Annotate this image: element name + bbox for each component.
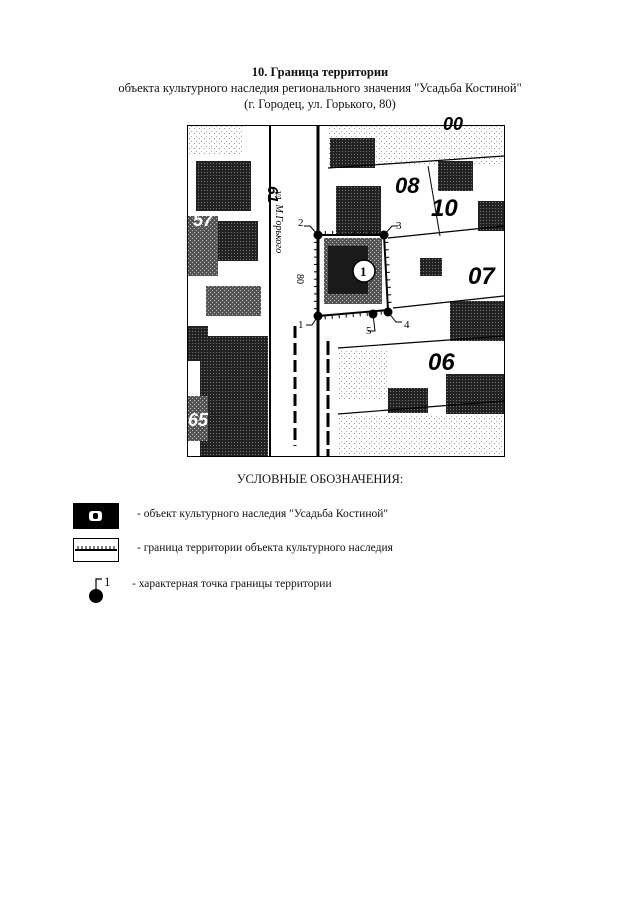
document-title: 10. Граница территории — [251, 65, 389, 79]
document-address: (г. Городец, ул. Горького, 80) — [244, 97, 396, 111]
legend-item-point: - характерная точка границы территории — [132, 578, 332, 590]
legend-item-boundary: - граница территории объекта культурного… — [137, 542, 393, 554]
map-building — [420, 258, 442, 276]
boundary-line-icon — [73, 538, 119, 562]
object-marker — [352, 259, 376, 283]
point-label-3: 3 — [396, 220, 402, 232]
map-building — [330, 138, 375, 168]
point-label-1: 1 — [298, 319, 304, 331]
map-building — [188, 216, 218, 276]
map-building — [446, 374, 504, 414]
block-label-07: 07 — [468, 263, 496, 290]
block-label-65: 65 — [188, 410, 209, 430]
map-building — [338, 351, 388, 401]
map-building — [206, 286, 261, 316]
map-building — [200, 336, 270, 456]
map-building — [188, 396, 208, 441]
block-label-61: 61 — [264, 186, 281, 203]
legend-heading: УСЛОВНЫЕ ОБОЗНАЧЕНИЯ: — [236, 472, 404, 486]
object-marker-label: 1 — [360, 264, 367, 279]
street-label: ул. М.Горького — [273, 190, 284, 253]
point-label-4: 4 — [404, 319, 410, 331]
street — [268, 126, 318, 456]
site-map: 1 2 3 4 5 1 08 10 07 06 57 61 65 00 ул. … — [187, 114, 505, 457]
heritage-object-icon — [73, 503, 119, 529]
block-label-06: 06 — [428, 349, 455, 376]
point-label-5: 5 — [366, 325, 372, 337]
boundary-point-icon — [85, 573, 117, 605]
house-number-label: 80 — [294, 274, 305, 284]
document-subtitle: объекта культурного наследия регионально… — [118, 81, 522, 95]
block-label-10: 10 — [431, 195, 458, 222]
map-drawing: 1 2 3 4 5 1 08 10 07 06 57 61 65 00 ул. … — [188, 114, 505, 456]
legend-point-label: 1 — [104, 574, 111, 589]
map-building — [338, 416, 504, 456]
map-building — [336, 186, 381, 236]
map-building — [218, 221, 258, 261]
block-label-00: 00 — [443, 114, 463, 134]
map-building — [450, 301, 504, 341]
map-building — [438, 161, 473, 191]
block-label-08: 08 — [395, 173, 420, 198]
map-building — [188, 126, 243, 156]
point-label-2: 2 — [298, 217, 304, 229]
map-building — [196, 161, 251, 211]
block-label-57: 57 — [193, 210, 214, 230]
legend-item-object: - объект культурного наследия "Усадьба К… — [137, 508, 389, 520]
